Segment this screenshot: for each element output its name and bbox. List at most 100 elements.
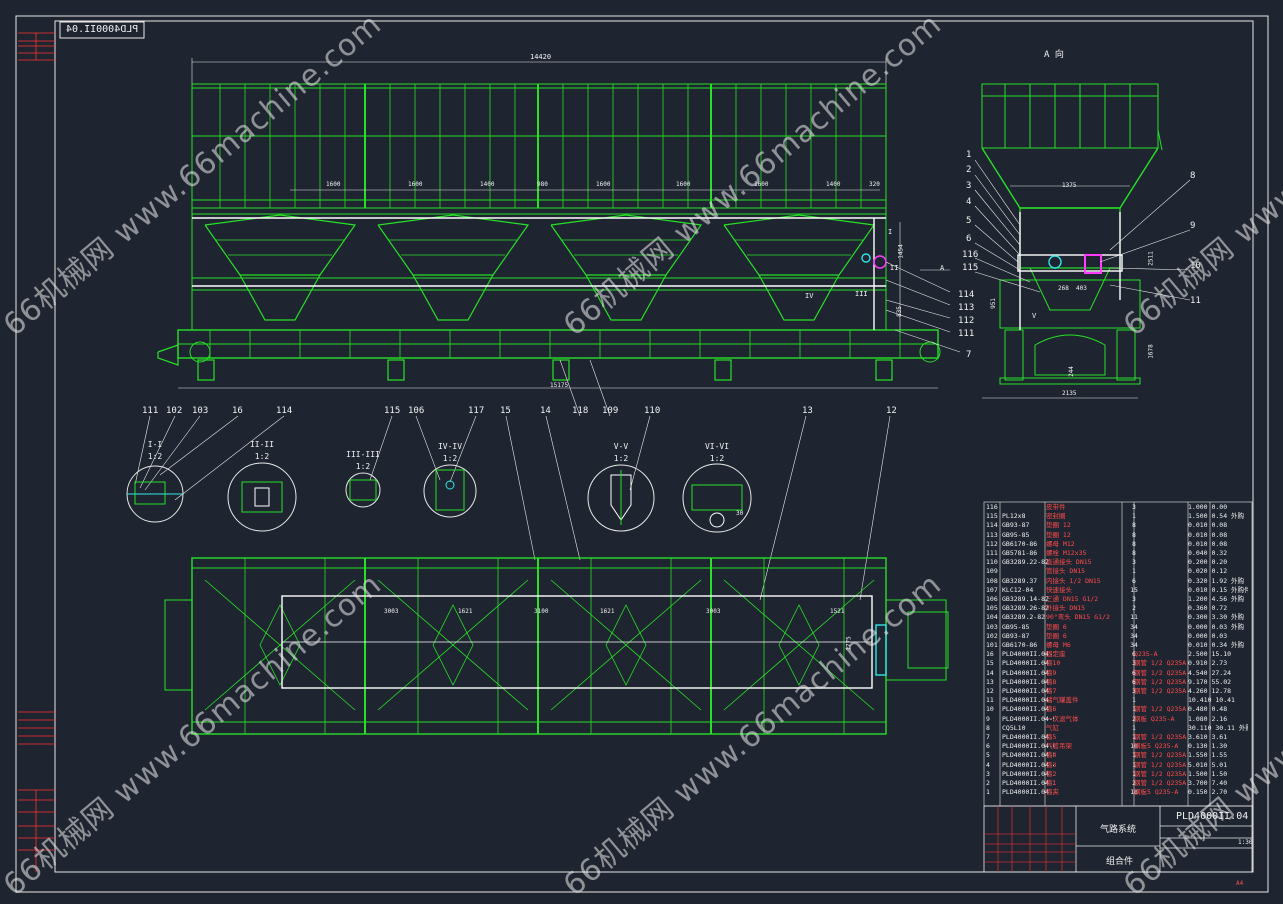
- bom-cell-mat: 钢管 1/2 Q235A: [1134, 659, 1187, 668]
- front-marker-2: II: [890, 264, 899, 272]
- bom-cell-qty: 1: [1132, 705, 1136, 714]
- callout-side-6: 6: [966, 234, 972, 244]
- dim-side-small-a: 268: [1058, 285, 1069, 292]
- detail-title-3: III-III: [346, 450, 380, 459]
- bom-cell-name: 垫圈 6: [1046, 631, 1067, 640]
- bom-cell-wt: 0.010 0.15 外购件: [1188, 585, 1248, 594]
- row-callout-leaders: [134, 359, 891, 601]
- front-marker-5: A: [940, 264, 945, 272]
- bom-cell-wt: 0.040 0.32: [1188, 549, 1228, 557]
- callout-row-102: 102: [166, 406, 183, 416]
- title-block-name: 气路系统: [1100, 825, 1137, 835]
- callout-side-3: 3: [966, 181, 972, 191]
- dim-side-top: 1375: [1062, 182, 1077, 189]
- bom-cell-name: 管6: [1046, 705, 1057, 714]
- bom-cell-wt: 10.410 10.41: [1188, 696, 1235, 705]
- bom-cell-no: 10: [986, 705, 994, 714]
- bom-cell-name: 管夹: [1046, 788, 1059, 797]
- front-callout-leaders: [885, 222, 961, 353]
- bom-cell-name: 一次滤气体: [1046, 714, 1079, 723]
- bom-cell-wt: 0.300 3.30 外购: [1188, 613, 1245, 622]
- callout-side-9: 9: [1190, 221, 1196, 231]
- callout-row-12: 12: [886, 406, 897, 416]
- dim-plan-b: 1621: [458, 608, 473, 615]
- bom-cell-qty: 1: [1132, 567, 1136, 576]
- bom-cell-name: 外接头 DN15: [1046, 604, 1086, 613]
- front-marker-1: I: [888, 228, 893, 236]
- callout-row-13: 13: [802, 406, 813, 416]
- bom-cell-wt: 9.170 55.02: [1188, 677, 1232, 686]
- bom-cell-qty: 8: [1132, 521, 1136, 530]
- bom-cell-name: 内接头 1/2 DN15: [1046, 576, 1101, 585]
- detail-scale-1: 1:2: [147, 452, 163, 461]
- bom-cell-qty: 6: [1132, 650, 1136, 659]
- bom-cell-name: 垫圈 12: [1046, 530, 1071, 539]
- dim-plan-e: 3003: [706, 608, 721, 615]
- dim-side-width: 2135: [1062, 390, 1077, 397]
- bom-cell-qty: 8: [1132, 539, 1136, 548]
- callout-row-14: 14: [540, 406, 551, 416]
- bom-cell-no: 16: [986, 650, 994, 659]
- callout-row-106: 106: [408, 406, 425, 416]
- detail-scale-2: 1:2: [254, 452, 270, 461]
- bom-cell-code: GB5781-86: [1002, 549, 1038, 557]
- bom-cell-mat: 钢管 1/2 Q235A: [1134, 733, 1187, 741]
- dim-spacing-6: 1600: [754, 181, 769, 188]
- callout-front-7: 7: [966, 350, 972, 360]
- bom-cell-mat: 钢管 1/2 Q235A: [1134, 705, 1187, 714]
- dim-spacing-1: 1600: [326, 181, 341, 188]
- bom-cell-wt: 0.020 0.12: [1188, 567, 1228, 576]
- bom-cell-wt: 1.500 0.54 外购: [1188, 512, 1245, 521]
- bom-cell-code: GB3289.22-82: [1002, 558, 1049, 567]
- side-view-label: A 向: [1044, 50, 1064, 60]
- detail-note: 30: [736, 510, 744, 517]
- bom-cell-code: PLD4000II.04-12: [1002, 687, 1054, 695]
- title-block-scale: 1:30: [1238, 839, 1253, 846]
- detail-title-6: VI-VI: [704, 442, 730, 451]
- bom-cell-code: GB93-87: [1002, 631, 1030, 640]
- bom-cell-wt: 0.480 0.48: [1188, 705, 1228, 714]
- bom-cell-wt: 1.500 1.50: [1188, 769, 1228, 778]
- bom-cell-mat: 钢管 1/2 Q235A: [1134, 760, 1187, 769]
- bom-cell-no: 109: [986, 567, 998, 576]
- side-view: [981, 83, 1163, 385]
- dim-spacing-5: 1600: [676, 181, 691, 188]
- bom-cell-name: 固定座: [1046, 650, 1066, 659]
- bom-cell-qty: 10: [1130, 742, 1138, 751]
- bom-cell-name: 管接头 DN15: [1046, 567, 1086, 576]
- bom-cell-name: 管8: [1046, 677, 1057, 686]
- bom-cell-code: GB3289.37: [1002, 576, 1038, 585]
- bom-cell-wt: 0.130 1.30: [1188, 742, 1228, 751]
- dim-plan-f: 1521: [830, 608, 845, 615]
- bom-cell-qty: 6: [1132, 677, 1136, 686]
- callout-side-8: 8: [1190, 171, 1196, 181]
- bom-cell-name: 储气罐盖件: [1046, 696, 1079, 705]
- bom-row: 109 管接头 DN15 1 0.020 0.12: [984, 567, 1252, 577]
- bom-cell-no: 105: [986, 604, 998, 613]
- dim-spacing-4: 1600: [596, 181, 611, 188]
- detail-title-5: V-V: [613, 442, 629, 451]
- title-block: [983, 805, 1253, 873]
- bom-cell-wt: 2.500 15.10: [1188, 650, 1232, 659]
- callout-side-5: 5: [966, 216, 972, 226]
- bom-cell-no: 12: [986, 687, 994, 695]
- bom-cell-no: 14: [986, 668, 994, 677]
- bom-cell-no: 111: [986, 549, 998, 557]
- bom-cell-qty: 2: [1132, 714, 1136, 723]
- front-air-pipes: [192, 217, 887, 330]
- bom-cell-qty: 8: [1132, 549, 1136, 557]
- bom-cell-no: 104: [986, 613, 998, 622]
- bom-cell-qty: 8: [1132, 530, 1136, 539]
